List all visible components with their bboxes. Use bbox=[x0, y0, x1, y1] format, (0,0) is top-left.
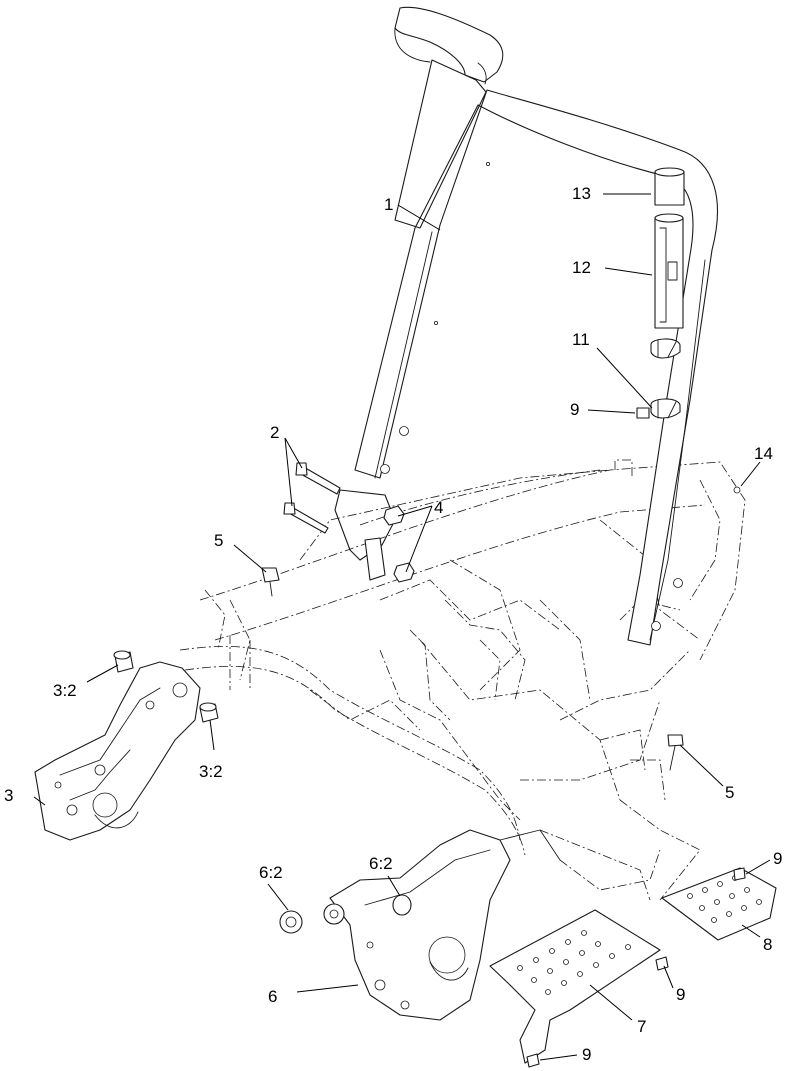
callout-5-left: 5 bbox=[214, 531, 223, 550]
leader-lines bbox=[33, 193, 771, 1061]
callout-3-2-right: 3:2 bbox=[199, 762, 223, 781]
callout-8: 8 bbox=[763, 935, 772, 954]
left-mount-bracket bbox=[34, 650, 219, 841]
chassis-frame bbox=[179, 459, 746, 901]
right-mount-bracket bbox=[279, 829, 561, 1021]
callout-4: 4 bbox=[434, 498, 443, 517]
footrest-plate bbox=[489, 909, 669, 1068]
callout-1: 1 bbox=[384, 195, 393, 214]
callout-6: 6 bbox=[268, 987, 277, 1006]
callout-9-cupholder: 9 bbox=[570, 400, 579, 419]
callout-7: 7 bbox=[637, 1017, 646, 1036]
plate-7-holes bbox=[517, 930, 631, 995]
callout-14: 14 bbox=[754, 444, 773, 463]
rops-hoop bbox=[354, 6, 718, 646]
callout-labels: 1 2 3 3:2 3:2 4 5 5 6 6:2 6:2 7 8 9 9 9 … bbox=[4, 184, 782, 1064]
callout-5-right: 5 bbox=[725, 783, 734, 802]
callout-6-2-left: 6:2 bbox=[259, 863, 283, 882]
rops-mount-hardware bbox=[261, 462, 741, 771]
callout-9-step: 9 bbox=[773, 849, 782, 868]
callout-13: 13 bbox=[572, 184, 591, 203]
cup-holder-assembly bbox=[636, 167, 685, 419]
callout-9-bottom: 9 bbox=[582, 1045, 591, 1064]
callout-9-plate: 9 bbox=[676, 985, 685, 1004]
callout-3: 3 bbox=[4, 786, 13, 805]
step-plate bbox=[661, 867, 777, 941]
callout-3-2-left: 3:2 bbox=[53, 681, 77, 700]
callout-2: 2 bbox=[270, 423, 279, 442]
callout-11: 11 bbox=[572, 330, 590, 349]
callout-12: 12 bbox=[572, 258, 591, 277]
callout-6-2-right: 6:2 bbox=[369, 854, 393, 873]
